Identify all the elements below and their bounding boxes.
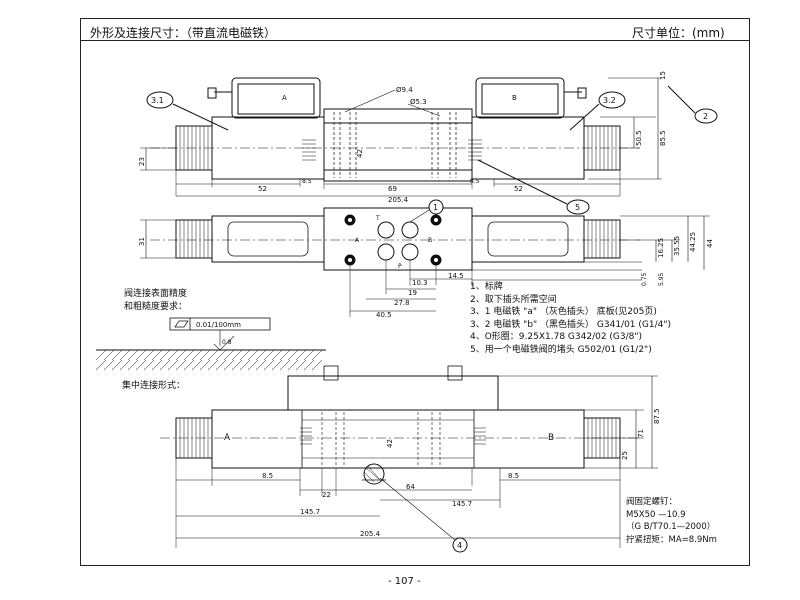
port-p: [377, 243, 395, 261]
bolt-standard: （G B/T70.1—2000）: [626, 522, 716, 532]
callout-3-1: [146, 91, 174, 109]
coil-label-b: B: [512, 94, 517, 102]
dim-42-front: 42: [356, 149, 364, 158]
dim-dia-5-3: Ø5.3: [410, 98, 427, 106]
dim-10-3: 10.3: [412, 279, 428, 287]
port-a: [377, 221, 395, 239]
notes-list: 1、标牌 2、取下插头所需空间 3、1 电磁铁 "a" （灰色插头） 底板(见2…: [470, 281, 671, 356]
note-item: 1、标牌: [470, 282, 503, 292]
header-divider: [80, 40, 750, 41]
dim-145-7-right: 145.7: [452, 500, 472, 508]
callout-5-label: 5: [575, 203, 580, 212]
subplate-body: [211, 409, 585, 469]
note-item: 3、2 电磁铁 "b" （黑色插头） G341/01 (G1/4"): [470, 319, 672, 330]
dim-19: 19: [408, 289, 417, 297]
callout-5: [566, 199, 590, 215]
coil-label-a: A: [282, 94, 287, 102]
front-view: A B 3.1 3.2 2 5 Ø9.4 Ø5.3: [138, 71, 718, 215]
dim-64: 64: [406, 483, 415, 491]
top-view: A T B P 1 31 44 44.25 35.55 16.25 0.75: [138, 199, 714, 319]
bolt-info: 阀固定螺钉： M5X50 —10.9 （G B/T70.1—2000） 拧紧扭矩…: [626, 496, 717, 546]
note-item: 3、1 电磁铁 "a" （灰色插头） 底板(见205页): [470, 307, 657, 317]
dim-44: 44: [706, 239, 714, 248]
dim-15: 15: [659, 71, 667, 80]
dim-35-55: 35.55: [673, 236, 681, 256]
callout-2: [694, 108, 718, 124]
right-plug: [475, 77, 565, 119]
dim-25: 25: [621, 451, 629, 460]
callout-1: [428, 199, 444, 215]
surface-title-1: 阀连接表面精度: [124, 287, 187, 299]
callout-4-label: 4: [457, 541, 462, 550]
dim-8-5-bottom-right: 8.5: [508, 472, 519, 480]
port-label-p: P: [398, 263, 402, 270]
dim-205-4-front: 205.4: [388, 196, 409, 204]
dim-22: 22: [322, 491, 331, 499]
dim-85-5: 85.5: [659, 130, 667, 146]
dim-52-right: 52: [514, 185, 523, 193]
dim-42-bottom: 42: [386, 439, 394, 448]
port-label-a: A: [355, 237, 360, 244]
dim-40-5: 40.5: [376, 311, 392, 319]
dim-8-5-left: 8.5: [302, 178, 312, 185]
dim-69: 69: [388, 185, 397, 193]
note-item: 4、O形圈：9.25X1.78 G342/02 (G3/8"): [470, 332, 643, 342]
dim-44-25: 44.25: [689, 232, 697, 252]
hatch-surface: [95, 349, 323, 371]
dim-87-5: 87.5: [653, 408, 661, 424]
callout-2-label: 2: [703, 112, 708, 121]
dim-205-4-bottom: 205.4: [360, 530, 381, 538]
bolt-title: 阀固定螺钉：: [626, 497, 678, 507]
dim-52-left: 52: [258, 185, 267, 193]
dim-14-5: 14.5: [448, 272, 464, 280]
left-plug-inner: [237, 83, 315, 115]
dim-71: 71: [637, 429, 645, 438]
page-frame: [80, 18, 750, 566]
page-number: - 107 -: [388, 576, 421, 587]
roughness-value: 0.8: [222, 339, 232, 346]
left-plug: [231, 77, 321, 119]
surface-title-2: 和粗糙度要求：: [124, 300, 187, 312]
subplate-view: 集中连接形式： A B 42: [122, 365, 661, 553]
dim-dia-9-4: Ø9.4: [396, 86, 413, 94]
note-item: 5、用一个电磁铁阀的堵头 G502/01 (G1/2"): [470, 344, 652, 355]
dim-23: 23: [138, 157, 146, 166]
subplate-top-housing: [287, 375, 499, 411]
bolt-torque: 拧紧扭矩：MA=8.9Nm: [626, 534, 717, 545]
port-label-b: B: [428, 237, 432, 244]
subplate-title: 集中连接形式：: [122, 379, 185, 391]
bolt-spec: M5X50 —10.9: [626, 509, 686, 520]
callout-1-label: 1: [433, 203, 438, 212]
right-plug-inner: [481, 83, 559, 115]
unit-label: 尺寸单位：(mm): [632, 26, 725, 40]
note-item: 2、取下插头所需空间: [470, 294, 557, 305]
dim-27-8: 27.8: [394, 299, 410, 307]
callout-3-2-label: 3.2: [603, 96, 616, 105]
top-right-coil: [471, 215, 585, 263]
dim-50-5: 50.5: [635, 130, 643, 146]
dim-0-75: 0.75: [641, 272, 648, 286]
dim-31: 31: [138, 237, 146, 246]
callout-3-2: [598, 91, 626, 109]
port-b: [401, 243, 419, 261]
port-label-t: T: [375, 215, 380, 222]
dim-5-95: 5.95: [658, 272, 665, 286]
dim-16-25: 16.25: [657, 238, 665, 258]
top-left-coil: [211, 215, 325, 263]
dim-145-7-left: 145.7: [300, 508, 320, 516]
page-title: 外形及连接尺寸：（带直流电磁铁）: [90, 26, 277, 40]
dim-8-5-bottom-left: 8.5: [262, 472, 273, 480]
surface-requirement: 阀连接表面精度 和粗糙度要求： 0.01/100mm 0.8: [95, 287, 326, 371]
callout-3-1-label: 3.1: [151, 96, 164, 105]
flatness-value: 0.01/100mm: [196, 321, 241, 329]
dim-8-5-right: 8.5: [470, 178, 480, 185]
subplate-port: [363, 463, 385, 485]
left-plug-screw-head: [207, 87, 217, 99]
port-t: [401, 221, 419, 239]
